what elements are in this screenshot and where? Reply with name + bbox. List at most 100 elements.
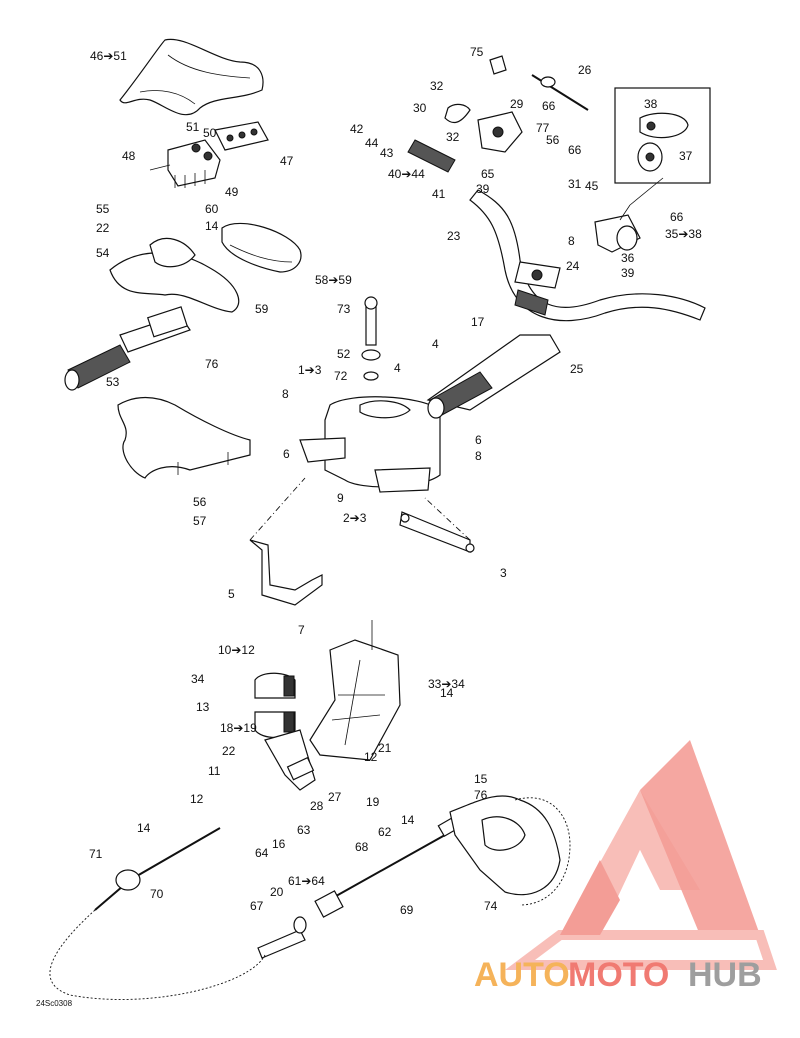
watermark-text-moto: MOTO: [568, 956, 669, 994]
callout-label: 2➔3: [343, 511, 367, 525]
steering-housing: [299, 396, 441, 493]
watermark-text-auto: AUTO: [474, 956, 570, 994]
callout-label: 31: [568, 177, 582, 191]
callout-label: 57: [193, 514, 207, 528]
callout-label: 71: [89, 847, 103, 861]
watermark-text-hub: HUB: [688, 956, 762, 994]
callout-label: 68: [355, 840, 369, 854]
callout-label: 72: [334, 369, 348, 383]
callout-label: 67: [250, 899, 264, 913]
callout-label: 59: [255, 302, 269, 316]
callout-label: 32: [446, 130, 460, 144]
callout-label: 65: [481, 167, 495, 181]
callout-label: 56: [193, 495, 207, 509]
callout-label: 37: [679, 149, 693, 163]
callout-label: 5: [228, 587, 235, 601]
callout-label: 33➔34: [428, 677, 465, 691]
callout-label: 12: [364, 750, 378, 764]
callout-label: 4: [394, 361, 401, 375]
callout-label: 20: [270, 885, 284, 899]
callout-label: 17: [471, 315, 485, 329]
left-throttle-body: [119, 306, 191, 353]
left-pad: [221, 222, 302, 273]
throttle-cable: [531, 74, 589, 111]
callout-label: 27: [328, 790, 342, 804]
start-stop-switch: [594, 214, 641, 253]
control-bracket-column: [309, 620, 401, 761]
handlebar-pad: [119, 38, 264, 116]
callout-label: 8: [568, 234, 575, 248]
callout-label: 73: [337, 302, 351, 316]
callout-label: 64: [255, 846, 269, 860]
callout-label: 45: [585, 179, 599, 193]
callout-label: 28: [310, 799, 324, 813]
callout-label: 60: [205, 202, 219, 216]
callout-label: 62: [378, 825, 392, 839]
callout-label: 36: [621, 251, 635, 265]
callout-label: 75: [470, 45, 484, 59]
callout-label: 48: [122, 149, 136, 163]
callout-label: 12: [190, 792, 204, 806]
callout-label: 63: [297, 823, 311, 837]
callout-label: 58➔59: [315, 273, 352, 287]
pad-mount-plate: [214, 121, 269, 151]
callout-label: 49: [225, 185, 239, 199]
callout-label: 34: [191, 672, 205, 686]
callout-label: 70: [150, 887, 164, 901]
callout-label: 8: [475, 449, 482, 463]
steering-column: [426, 334, 561, 419]
callout-label: 24: [566, 259, 580, 273]
callout-label: 69: [400, 903, 414, 917]
callout-label: 14: [401, 813, 415, 827]
callout-label: 6: [475, 433, 482, 447]
callout-label: 4: [432, 337, 439, 351]
callout-label: 54: [96, 246, 110, 260]
callout-label: 40➔44: [388, 167, 425, 181]
callout-label: 23: [447, 229, 461, 243]
callout-label: 47: [280, 154, 294, 168]
callout-label: 19: [366, 795, 380, 809]
callout-label: 76: [205, 357, 219, 371]
callout-label: 1➔3: [298, 363, 322, 377]
handlebar-clamp: [514, 261, 561, 289]
callout-label: 41: [432, 187, 446, 201]
callout-label: 14: [440, 686, 454, 700]
left-lower-cover: [117, 396, 251, 479]
callout-label: 61➔64: [288, 874, 325, 888]
callout-label: 74: [484, 899, 498, 913]
callout-label: 44: [365, 136, 379, 150]
control-lever-arm: [264, 729, 316, 791]
watermark-logo: [505, 740, 777, 970]
callout-label: 51: [186, 120, 200, 134]
callout-label: 29: [510, 97, 524, 111]
callout-label: 35➔38: [665, 227, 702, 241]
callout-label: 66: [568, 143, 582, 157]
lever-30: [444, 103, 471, 124]
callout-label: 66: [542, 99, 556, 113]
callout-label: 15: [474, 772, 488, 786]
callout-label: 39: [476, 182, 490, 196]
callout-label: 43: [380, 146, 394, 160]
callout-label: 18➔19: [220, 721, 257, 735]
callout-label: 52: [337, 347, 351, 361]
left-housing: [109, 237, 240, 313]
callout-label: 6: [283, 447, 290, 461]
left-grip: [64, 344, 131, 391]
callout-label: 21: [378, 741, 392, 755]
callout-label: 8: [282, 387, 289, 401]
switch-detail-box: [614, 87, 711, 184]
throttle-housing: [477, 111, 523, 153]
support-bracket-7: [249, 539, 323, 606]
callout-label: 30: [413, 101, 427, 115]
callout-label: 13: [196, 700, 210, 714]
callout-label: 42: [350, 122, 364, 136]
callout-label: 56: [546, 133, 560, 147]
callout-label: 53: [106, 375, 120, 389]
callout-label: 66: [670, 210, 684, 224]
pump-housing-outline: [449, 795, 571, 906]
callout-label: 14: [137, 821, 151, 835]
callout-label: 32: [430, 79, 444, 93]
cable-end-fitting: [257, 916, 307, 959]
